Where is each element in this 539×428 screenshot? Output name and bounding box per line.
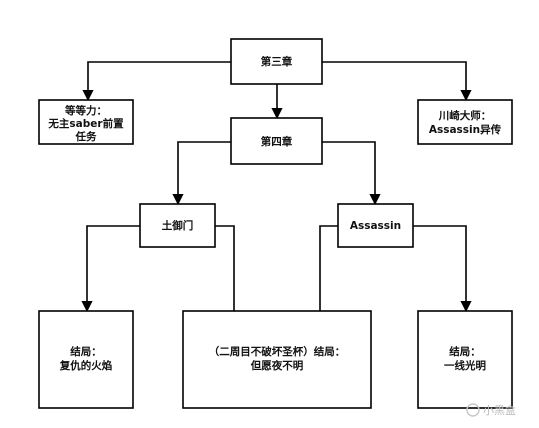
node-right-top: 川崎大师： Assassin异传 [417, 99, 513, 145]
node-end-left-line2: 复仇的火焰 [59, 359, 113, 372]
node-tumikado-box [139, 203, 216, 248]
node-end-right: 结局： 一线光明 [417, 310, 513, 409]
node-right-top-box [417, 99, 513, 145]
node-end-mid-line1: （二周目不破坏圣杯）结局： [209, 345, 346, 358]
node-assassin-box [337, 203, 414, 248]
watermark: 小黑盒 [466, 403, 516, 417]
node-end-right-line2: 一线光明 [444, 359, 486, 372]
watermark-logo-icon [466, 403, 480, 417]
node-ch4: 第四章 [230, 117, 323, 165]
node-tumikado: 土御门 [139, 203, 216, 248]
node-end-left-line1: 结局： [70, 345, 102, 358]
node-tumikado-label: 土御门 [162, 219, 194, 232]
edge-ch3-to-right [322, 61, 472, 102]
node-left-top-line3: 任务 [75, 130, 97, 143]
node-left-top: 等等力： 无主saber前置 任务 [38, 99, 134, 145]
edge-tumikado-to-end-left [81, 225, 140, 313]
edge-ch4-to-assassin [322, 141, 381, 206]
node-end-mid-box [182, 310, 372, 409]
connectors [81, 61, 472, 313]
node-assassin: Assassin [337, 203, 414, 248]
node-left-top-line2: 无主saber前置 [47, 117, 124, 130]
node-end-mid-line2: 但愿夜不明 [250, 359, 304, 372]
node-left-top-line1: 等等力： [64, 104, 107, 117]
node-ch4-box [230, 117, 323, 165]
node-end-right-line1: 结局： [449, 345, 481, 358]
node-assassin-label: Assassin [350, 220, 401, 232]
edge-ch4-to-tumikado [172, 141, 231, 206]
edge-assassin-to-end-right [413, 225, 472, 313]
edge-ch3-to-left [82, 61, 231, 102]
node-ch3: 第三章 [230, 38, 323, 85]
node-left-top-box [38, 99, 134, 145]
node-end-mid: （二周目不破坏圣杯）结局： 但愿夜不明 [182, 310, 372, 409]
node-ch4-label: 第四章 [261, 135, 293, 148]
node-right-top-line1: 川崎大师： [438, 109, 492, 122]
watermark-text: 小黑盒 [483, 403, 516, 417]
node-end-right-box [417, 310, 513, 409]
edge-tumikado-to-end-mid [215, 225, 235, 311]
edge-assassin-to-end-mid [319, 225, 338, 311]
node-right-top-line2: Assassin异传 [429, 123, 502, 136]
node-ch3-label: 第三章 [261, 55, 293, 68]
node-end-left: 结局： 复仇的火焰 [38, 310, 134, 409]
node-ch3-box [230, 38, 323, 85]
node-end-left-box [38, 310, 134, 409]
